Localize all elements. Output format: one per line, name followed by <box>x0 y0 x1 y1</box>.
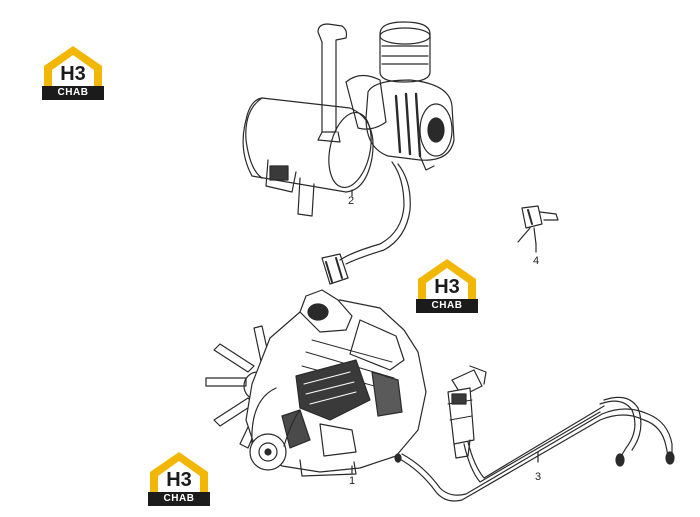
logo-mark: H3 <box>166 469 192 491</box>
logo-mark: H3 <box>60 63 86 85</box>
callout-2: 2 <box>348 195 355 207</box>
air-intake-assembly <box>242 21 455 285</box>
logo-word: CHAB <box>416 299 478 313</box>
watermark-logo: H3 CHAB <box>42 44 104 102</box>
bracket-assembly <box>517 205 559 253</box>
house-roof-icon <box>150 452 208 492</box>
logo-word: CHAB <box>148 492 210 506</box>
house-roof-icon <box>418 259 476 299</box>
callout-4: 4 <box>533 255 540 267</box>
house-roof-icon <box>44 46 102 86</box>
watermark-logo: H3 CHAB <box>148 450 210 508</box>
callout-1: 1 <box>349 475 356 487</box>
logo-mark: H3 <box>434 276 460 298</box>
watermark-logo: H3 CHAB <box>416 257 478 315</box>
fuel-line-assembly <box>394 365 675 502</box>
callout-3: 3 <box>535 471 542 483</box>
engine-assembly <box>205 289 427 477</box>
logo-word: CHAB <box>42 86 104 100</box>
